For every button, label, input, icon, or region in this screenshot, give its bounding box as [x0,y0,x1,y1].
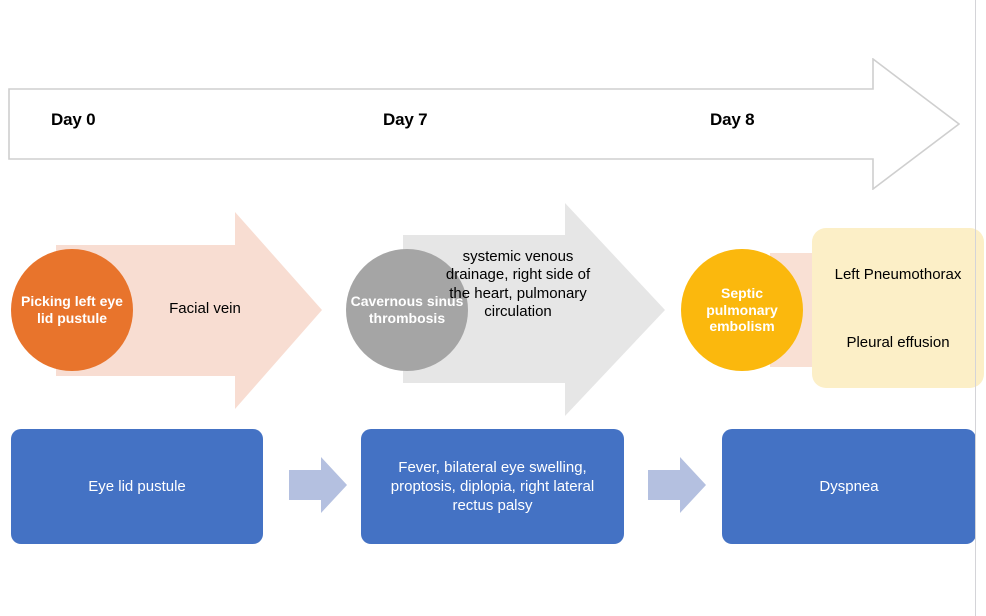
radiologic-findings-box: Left Pneumothorax Pleural effusion [812,228,984,388]
symptom-connector-arrow-1 [289,457,347,513]
finding-left-pneumothorax: Left Pneumothorax [834,265,962,283]
pathway-node-septic-pulmonary-embolism: Septic pulmonary embolism [681,249,803,371]
pathway-arrow-facial-vein [56,212,322,410]
symptom-connector-arrow-2 [648,457,706,513]
timeline-label-day-0: Day 0 [51,110,96,129]
pathway-arrow-systemic-circulation [403,203,665,417]
symptom-box-fever-eye-swelling: Fever, bilateral eye swelling, proptosis… [361,429,624,544]
pathway-connector-label-facial-vein: Facial vein [169,300,241,317]
symptom-box-dyspnea: Dyspnea [722,429,976,544]
symptom-box-eye-lid-pustule: Eye lid pustule [11,429,263,544]
timeline-label-day-8: Day 8 [710,110,755,129]
timeline-label-day-7: Day 7 [383,110,428,129]
pathway-node-picking-pustule: Picking left eye lid pustule [11,249,133,371]
pathway-connector-label-systemic-circulation: systemic venous drainage, right side of … [445,248,591,320]
timeline-arrow [8,58,960,190]
pathway-node-cavernous-sinus-thrombosis: Cavernous sinus thrombosis [346,249,468,371]
finding-pleural-effusion: Pleural effusion [846,333,950,351]
page-right-border [975,0,976,616]
